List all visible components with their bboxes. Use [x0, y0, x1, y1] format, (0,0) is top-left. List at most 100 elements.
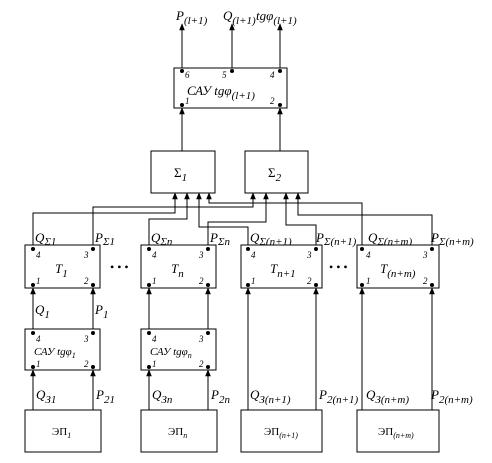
label-p-sigma-n1: PΣ(n+1) [315, 230, 357, 248]
pin-dot [206, 247, 210, 251]
label-q-znm: QЗ(n+m) [366, 387, 409, 406]
pin-label: 2 [84, 359, 89, 369]
pin-dot [278, 103, 282, 107]
pin-label: 1 [366, 276, 371, 286]
pin-label: 2 [84, 276, 89, 286]
label-p-2nm: P2(n+m) [430, 387, 473, 406]
pin-label: 4 [270, 70, 275, 80]
label-p-2n: P2n [210, 387, 230, 406]
pin-label: 6 [185, 70, 190, 80]
pin-label: 2 [270, 96, 275, 106]
tn1-label: Tn+1 [270, 261, 296, 280]
pin-label: 5 [222, 70, 227, 80]
wire-qn1-sum1 [196, 192, 249, 245]
tnm-label: T(n+m) [380, 261, 416, 280]
pin-dot [230, 69, 234, 73]
epn1-box [240, 409, 323, 453]
epn-box [140, 409, 218, 453]
sau1-box [24, 328, 101, 371]
wire-pn1-sum2 [283, 192, 317, 245]
label-p-2n1: P2(n+1) [318, 387, 359, 406]
label-q-zn: QЗn [152, 387, 173, 406]
t1-box [24, 244, 101, 289]
pin-label: 2 [423, 276, 428, 286]
pin-label: 4 [36, 250, 41, 260]
pin-label: 1 [36, 276, 41, 286]
pin-dot [206, 283, 210, 287]
pin-dot [31, 283, 35, 287]
wire-qn-sum1 [148, 192, 190, 245]
tnm-box [356, 244, 440, 289]
sum1-block: Σ1 [150, 150, 216, 194]
pin-label: 4 [152, 250, 157, 260]
pin-dot [246, 247, 250, 251]
ep1-box [24, 409, 102, 453]
pin-dot [147, 247, 151, 251]
sau-top-block: 6 5 4 1 2 САУ tgφ(l+1) [173, 67, 288, 109]
pin-label: 4 [152, 334, 157, 344]
saun-label: САУ tgφn [150, 346, 192, 360]
column-nm: QΣ(n+m) PΣ(n+m) 4 3 1 2 T(n+m) QЗ(n+m) P… [356, 230, 474, 453]
pin-dot [147, 331, 151, 335]
wire-q1-sum1 [32, 192, 178, 245]
sum1-box [150, 150, 216, 194]
pin-label: 3 [83, 250, 89, 260]
epnm-label: ЭП(n+m) [378, 426, 414, 440]
label-p-21: P21 [95, 387, 115, 406]
sum2-label: Σ2 [268, 165, 282, 184]
sum1-label: Σ1 [174, 165, 187, 184]
label-q-out: Q(l+1) [223, 8, 256, 27]
label-p-sigma-nm: PΣ(n+m) [430, 230, 474, 248]
sau1-label: САУ tgφ1 [34, 346, 76, 360]
pin-dot [360, 247, 364, 251]
pin-label: 1 [152, 359, 157, 369]
wire-pn-sum2 [207, 192, 269, 245]
pin-dot [147, 283, 151, 287]
pin-label: 1 [36, 359, 41, 369]
label-p-sigma-1: PΣ1 [94, 230, 115, 248]
sum2-box [244, 150, 309, 194]
column-n: QΣn PΣn 4 3 1 2 Tn 4 3 1 2 САУ tgφn QЗn … [140, 230, 230, 453]
pin-dot [91, 365, 95, 369]
ellipsis-left: • • • [110, 260, 129, 274]
pin-label: 4 [251, 250, 256, 260]
pin-label: 2 [199, 276, 204, 286]
sum2-block: Σ2 [244, 150, 309, 194]
pin-dot [206, 331, 210, 335]
wires [30, 23, 435, 410]
pin-label: 3 [83, 334, 89, 344]
pin-dot [278, 69, 282, 73]
pin-dot [147, 365, 151, 369]
pin-label: 1 [251, 276, 256, 286]
column-1: QΣ1 PΣ1 4 3 1 2 T1 Q1 P1 4 3 1 2 САУ tgφ… [24, 230, 115, 453]
wire-pnm-sum2 [295, 192, 433, 245]
pin-dot [430, 283, 434, 287]
pin-dot [314, 283, 318, 287]
saun-box [140, 328, 217, 371]
pin-dot [91, 331, 95, 335]
pin-dot [430, 247, 434, 251]
tn-box [140, 244, 217, 289]
tn1-box [240, 244, 323, 289]
pin-dot [360, 283, 364, 287]
pin-label: 3 [306, 250, 312, 260]
pin-label: 3 [198, 250, 204, 260]
pin-dot [31, 247, 35, 251]
pin-dot [31, 365, 35, 369]
sau-top-label: САУ tgφ(l+1) [187, 83, 255, 102]
sau-top-box [173, 67, 288, 109]
pin-dot [180, 69, 184, 73]
label-p-out: P(l+1) [175, 8, 208, 27]
pin-label: 2 [199, 359, 204, 369]
label-q-z1: QЗ1 [36, 387, 56, 406]
pin-dot [246, 283, 250, 287]
pin-label: 4 [36, 334, 41, 344]
pin-dot [314, 247, 318, 251]
pin-dot [91, 283, 95, 287]
ellipsis-right: • • • [329, 260, 348, 274]
column-n1: QΣ(n+1) PΣ(n+1) 4 3 1 2 Tn+1 QЗ(n+1) P2(… [240, 230, 359, 453]
label-q-1: Q1 [35, 302, 50, 321]
epn1-label: ЭП(n+1) [264, 426, 298, 440]
pin-dot [180, 103, 184, 107]
